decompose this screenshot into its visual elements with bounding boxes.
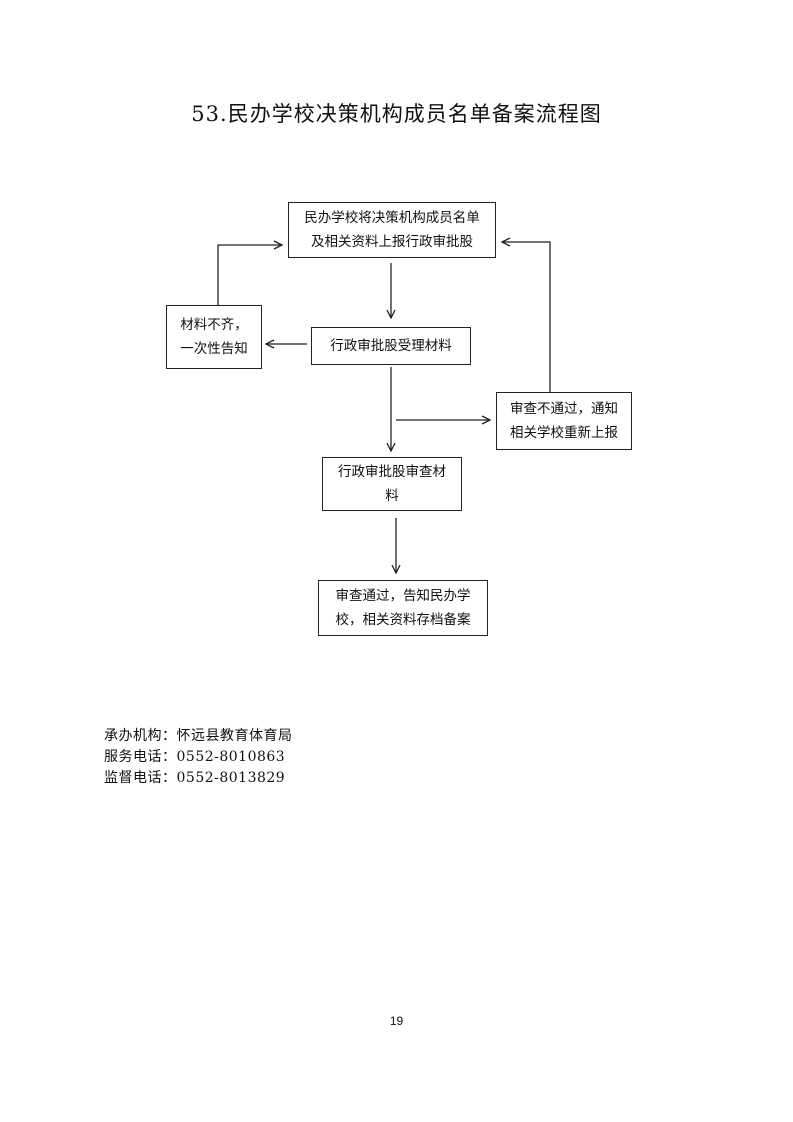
page-number: 19: [389, 1014, 404, 1028]
step-incomplete-notice: 材料不齐， 一次性告知: [166, 305, 262, 369]
step-accept-line1: 行政审批股受理材料: [330, 338, 452, 354]
step-review-passed: 审查通过，告知民办学 校，相关资料存档备案: [318, 580, 488, 636]
supervision-phone-line: 监督电话：0552-8013829: [104, 768, 293, 789]
arrow-incomplete-to-submit: [217, 245, 282, 305]
step-pass-line2: 校，相关资料存档备案: [335, 612, 471, 628]
supervision-phone-label: 监督电话：: [104, 770, 177, 786]
arrow-fail-to-submit: [502, 242, 551, 392]
step-fail-line1: 审查不通过，通知: [510, 401, 618, 417]
step-submit-materials: 民办学校将决策机构成员名单 及相关资料上报行政审批股: [288, 202, 496, 258]
contact-info: 承办机构：怀远县教育体育局 服务电话：0552-8010863 监督电话：055…: [104, 726, 293, 789]
step-review-failed: 审查不通过，通知 相关学校重新上报: [496, 392, 632, 450]
step-incomplete-line1: 材料不齐，: [180, 317, 248, 333]
step-submit-line2: 及相关资料上报行政审批股: [311, 234, 473, 250]
step-accept-materials: 行政审批股受理材料: [311, 327, 471, 365]
step-review-line1: 行政审批股审查材: [338, 464, 446, 480]
agency-line: 承办机构：怀远县教育体育局: [104, 726, 293, 747]
service-phone-line: 服务电话：0552-8010863: [104, 747, 293, 768]
step-pass-line1: 审查通过，告知民办学: [335, 588, 471, 604]
service-phone-value: 0552-8010863: [176, 749, 286, 765]
step-incomplete-line2: 一次性告知: [180, 341, 248, 357]
step-fail-line2: 相关学校重新上报: [510, 425, 618, 441]
page-title: 53.民办学校决策机构成员名单备案流程图: [191, 102, 602, 126]
step-submit-line1: 民办学校将决策机构成员名单: [304, 210, 480, 226]
step-review-line2: 料: [385, 488, 399, 504]
agency-value: 怀远县教育体育局: [176, 728, 293, 744]
agency-label: 承办机构：: [104, 728, 177, 744]
service-phone-label: 服务电话：: [104, 749, 177, 765]
step-review-materials: 行政审批股审查材 料: [322, 457, 462, 511]
supervision-phone-value: 0552-8013829: [176, 770, 286, 786]
